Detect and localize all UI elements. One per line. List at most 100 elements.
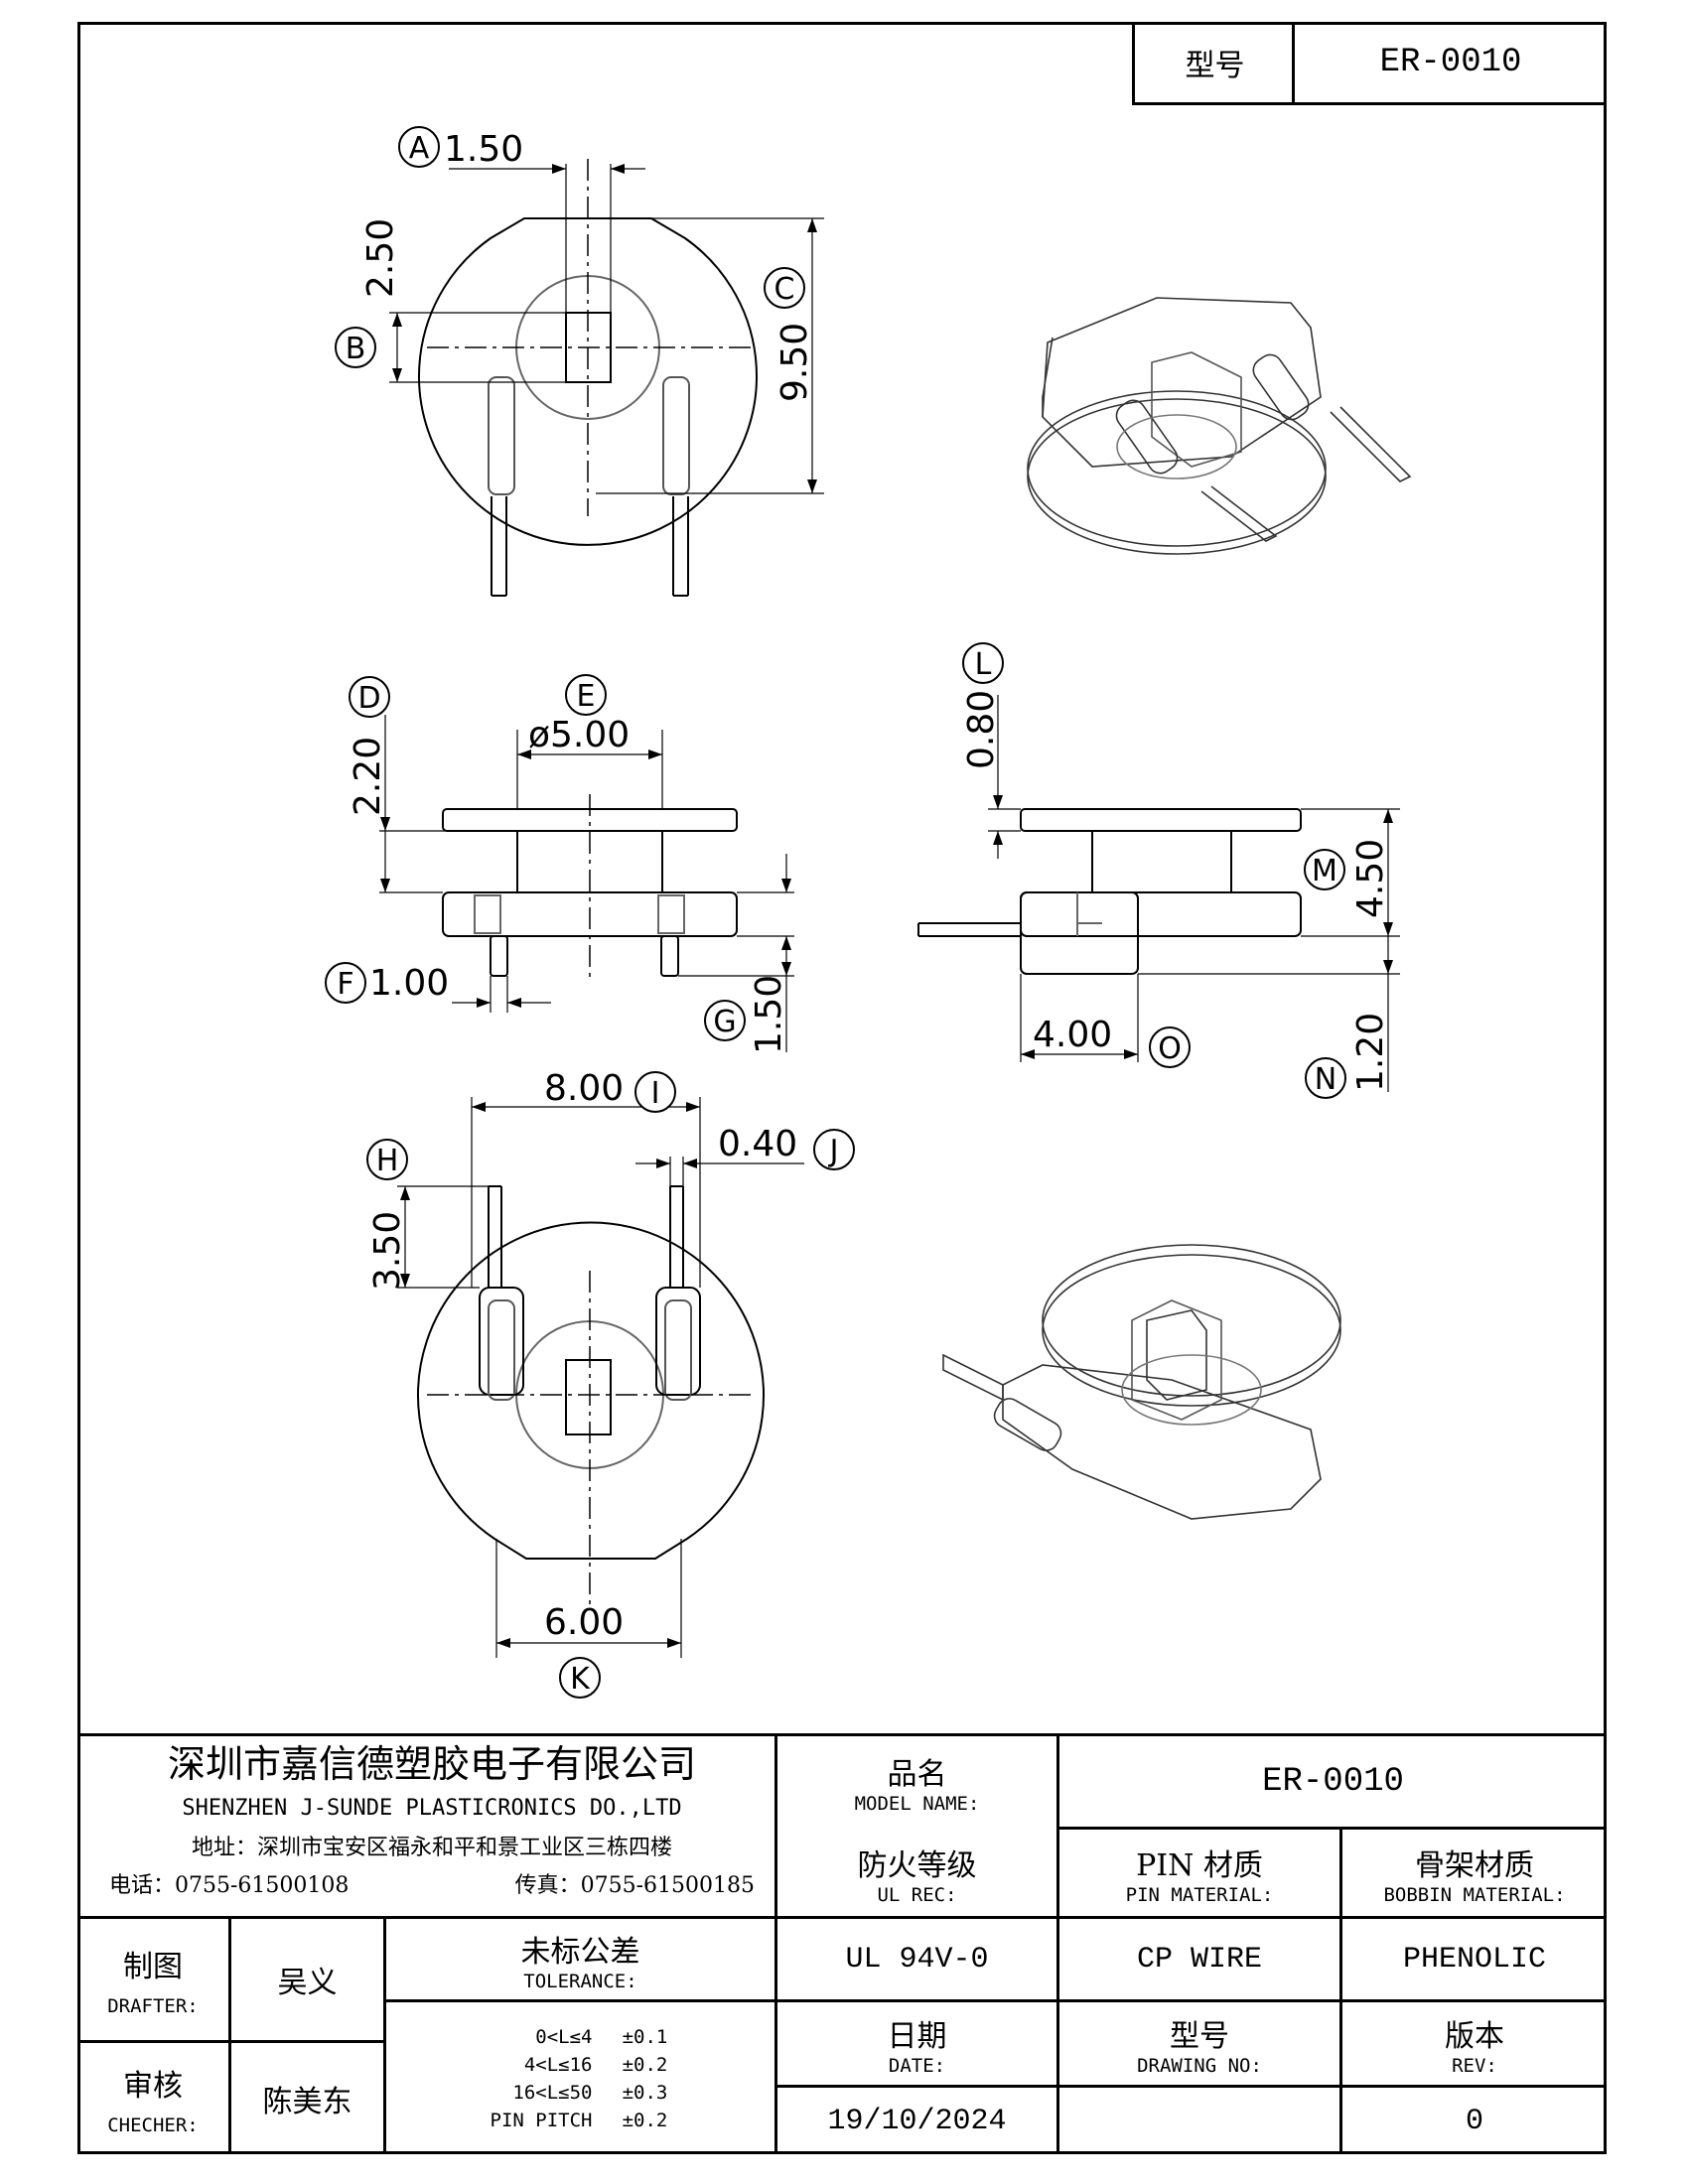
- technical-drawing: 1.50 2.50 9.50 2.20 ø5.00 1.00 1.50 3.50…: [325, 126, 1412, 1699]
- svg-text:J: J: [828, 1134, 839, 1168]
- model-name-en: MODEL NAME:: [854, 1792, 980, 1815]
- dim-h-value: 3.50: [367, 1211, 408, 1291]
- bobbin-material-cn: 骨架材质: [1415, 1847, 1534, 1883]
- drawing-no-cn: 型号: [1170, 2018, 1229, 2054]
- company-name-cn: 深圳市嘉信德塑胶电子有限公司: [167, 1742, 696, 1786]
- rev-value-cell: 0: [1342, 2088, 1607, 2154]
- svg-text:F: F: [337, 967, 353, 1002]
- isometric-view-top: [1027, 297, 1412, 555]
- dim-m-label: M: [1304, 849, 1345, 890]
- drafter-cn: 制图: [123, 1950, 183, 1984]
- dim-d-label: D: [349, 676, 390, 718]
- pin-material-value-cell: CP WIRE: [1059, 1919, 1339, 1999]
- rev-value: 0: [1465, 2104, 1483, 2138]
- company-name-en: SHENZHEN J-SUNDE PLASTICRONICS DO.,LTD: [182, 1796, 682, 1821]
- dim-f-value: 1.00: [369, 963, 449, 1004]
- top-view: [389, 159, 824, 597]
- header-model-value: ER-0010: [1379, 43, 1522, 81]
- dim-l-label: L: [962, 642, 1004, 684]
- date-value-cell: 19/10/2024: [777, 2088, 1056, 2154]
- company-contacts: 电话：0755-61500108 传真：0755-61500185: [99, 1868, 765, 1904]
- svg-text:O: O: [1158, 1031, 1182, 1066]
- dim-l-value: 0.80: [961, 690, 1002, 769]
- date-cn: 日期: [887, 2018, 947, 2054]
- company-info: 深圳市嘉信德塑胶电子有限公司 SHENZHEN J-SUNDE PLASTICR…: [99, 1739, 765, 1916]
- title-block-vline-3: [1339, 1827, 1342, 2154]
- dim-c-label: C: [764, 267, 805, 309]
- svg-text:M: M: [1312, 854, 1337, 888]
- title-block-hline-3: [383, 1999, 1607, 2002]
- pin-material-cn: PIN 材质: [1136, 1847, 1263, 1883]
- ul-rec-value: UL 94V-0: [845, 1942, 989, 1977]
- tolerance-cn: 未标公差: [520, 1934, 640, 1970]
- dim-g-label: G: [704, 1000, 746, 1041]
- dim-g-value: 1.50: [749, 975, 789, 1054]
- date-value: 19/10/2024: [827, 2104, 1007, 2138]
- dim-k-label: K: [559, 1657, 601, 1699]
- dim-c-value: 9.50: [774, 323, 815, 402]
- tolerance-row: 0<L≤4±0.1: [535, 2025, 668, 2048]
- checker-en: CHECHER:: [107, 2115, 199, 2136]
- ul-rec-en: UL REC:: [877, 1883, 957, 1906]
- svg-text:K: K: [570, 1662, 591, 1697]
- dim-h-label: H: [366, 1139, 408, 1180]
- bobbin-material-label-cell: 骨架材质 BOBBIN MATERIAL:: [1342, 1830, 1607, 1916]
- dim-n-value: 1.20: [1350, 1013, 1391, 1092]
- dim-o-label: O: [1149, 1026, 1191, 1068]
- checker-value-cell: 陈美东: [231, 2043, 383, 2154]
- pin-material-label-cell: PIN 材质 PIN MATERIAL:: [1059, 1830, 1339, 1916]
- company-phone: 电话：0755-61500108: [109, 1873, 350, 1898]
- dim-j-value: 0.40: [718, 1124, 797, 1164]
- tolerance-en: TOLERANCE:: [523, 1970, 637, 1992]
- checker-label-cell: 审核 CHECHER:: [77, 2043, 228, 2154]
- dim-e-label: E: [565, 674, 607, 716]
- title-block-vline-2: [1056, 1733, 1059, 2154]
- dim-b-value: 2.50: [360, 218, 401, 298]
- svg-text:A: A: [409, 131, 430, 166]
- model-name-cn: 品名: [887, 1756, 947, 1792]
- drafter-en: DRAFTER:: [107, 1995, 199, 2017]
- title-block-hline-1: [1056, 1827, 1607, 1830]
- header-model-value-cell: ER-0010: [1292, 22, 1607, 105]
- date-en: DATE:: [888, 2054, 946, 2077]
- pin-material-value: CP WIRE: [1136, 1942, 1263, 1977]
- rev-label-cell: 版本 REV:: [1342, 2002, 1607, 2085]
- tolerance-row: PIN PITCH±0.2: [490, 2109, 668, 2131]
- title-block-hline-2: [77, 1916, 1607, 1919]
- dim-i-label: I: [634, 1071, 676, 1113]
- ul-rec-label-cell: 防火等级 UL REC:: [777, 1830, 1056, 1916]
- pin-material-en: PIN MATERIAL:: [1125, 1883, 1274, 1906]
- tolerance-row: 16<L≤50±0.3: [512, 2081, 668, 2104]
- drafter-label-cell: 制图 DRAFTER:: [77, 1919, 228, 2040]
- drawing-sheet: [77, 22, 1607, 2154]
- checker-value: 陈美东: [262, 2085, 352, 2119]
- svg-text:N: N: [1315, 1062, 1336, 1097]
- rev-cn: 版本: [1445, 2018, 1504, 2054]
- dim-a-value: 1.50: [444, 129, 523, 170]
- header-model-label-cell: 型号: [1132, 22, 1295, 105]
- dim-i-value: 8.00: [544, 1068, 624, 1109]
- company-fax: 传真：0755-61500185: [514, 1873, 755, 1898]
- dim-n-label: N: [1305, 1057, 1346, 1099]
- svg-text:L: L: [975, 647, 992, 682]
- title-block-vline-1: [774, 1733, 777, 1922]
- model-name-value: ER-0010: [1262, 1762, 1404, 1801]
- tolerance-row: 4<L≤16±0.2: [523, 2053, 668, 2076]
- svg-text:H: H: [376, 1144, 399, 1178]
- ul-rec-cn: 防火等级: [857, 1847, 977, 1883]
- dim-m-value: 4.50: [1350, 839, 1391, 918]
- dim-d-value: 2.20: [348, 737, 388, 816]
- model-name-label-cell: 品名 MODEL NAME:: [777, 1736, 1056, 1827]
- bobbin-material-en: BOBBIN MATERIAL:: [1383, 1883, 1566, 1906]
- tolerance-label-cell: 未标公差 TOLERANCE:: [386, 1919, 774, 1999]
- front-view: [379, 715, 794, 1052]
- dim-j-label: J: [813, 1129, 855, 1170]
- drawing-no-value-cell: [1059, 2088, 1339, 2154]
- title-block-top-line: [77, 1733, 1607, 1736]
- bobbin-material-value: PHENOLIC: [1402, 1942, 1547, 1977]
- svg-text:E: E: [577, 679, 596, 714]
- dim-k-value: 6.00: [544, 1602, 624, 1643]
- dim-o-value: 4.00: [1033, 1015, 1112, 1055]
- svg-text:B: B: [346, 332, 366, 366]
- model-name-value-cell: ER-0010: [1059, 1736, 1607, 1827]
